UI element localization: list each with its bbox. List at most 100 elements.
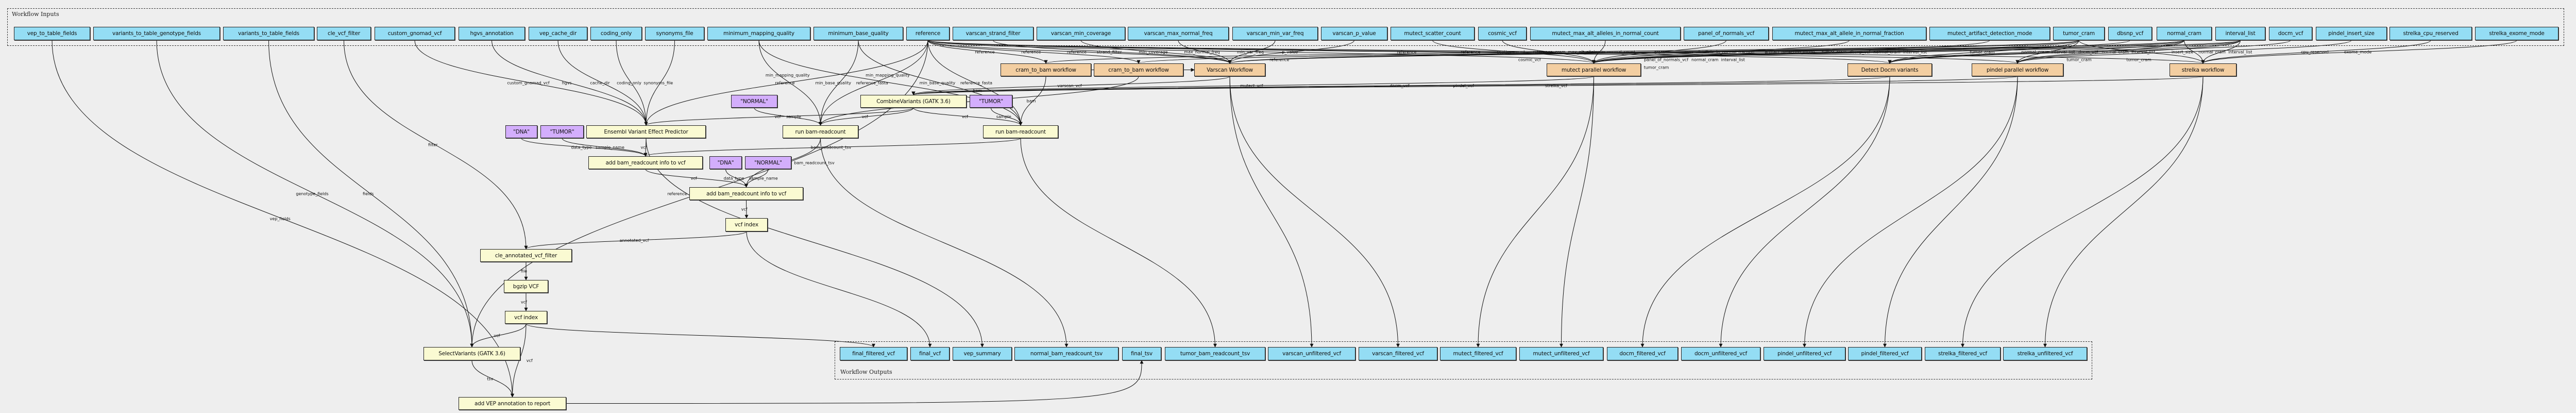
strelka-workflow-node[interactable]: strelka workflow bbox=[2170, 63, 2236, 76]
input-strelka-cpu-reserved[interactable]: strelka_cpu_reserved bbox=[2389, 27, 2472, 40]
mutect-workflow-label: mutect parallel workflow bbox=[1561, 67, 1626, 73]
edge-minimum_base_quality-to-rbr2 bbox=[858, 40, 1023, 126]
input-mutect-scatter-count[interactable]: mutect_scatter_count bbox=[1391, 27, 1475, 40]
constant-dna-node[interactable]: "DNA" bbox=[709, 156, 742, 169]
input-coding-only[interactable]: coding_only bbox=[590, 27, 642, 40]
input-variants-to-table-fields[interactable]: variants_to_table_fields bbox=[223, 27, 314, 40]
edge-tumor_cram-to-strelka bbox=[2078, 40, 2205, 64]
add-vep-annotation-node[interactable]: add VEP annotation to report bbox=[459, 397, 566, 410]
input-reference[interactable]: reference bbox=[906, 27, 950, 40]
output-strelka-unfiltered-vcf[interactable]: strelka_unfiltered_vcf bbox=[2003, 347, 2087, 360]
input-varscan-min-var-freq[interactable]: varscan_min_var_freq bbox=[1232, 27, 1318, 40]
output-final-vcf[interactable]: final_vcf bbox=[910, 347, 950, 360]
output-mutect-unfiltered-vcf[interactable]: mutect_unfiltered_vcf bbox=[1519, 347, 1603, 360]
pindel-workflow-node[interactable]: pindel parallel workflow bbox=[1972, 63, 2063, 76]
input-hgvs-annotation-label: hgvs_annotation bbox=[470, 30, 514, 37]
edge-variants_to_table_fields-to-select bbox=[268, 40, 474, 348]
vep-node[interactable]: Ensembl Variant Effect Predictor bbox=[586, 125, 706, 138]
output-tumor-bam-readcount-tsv-label: tumor_bam_readcount_tsv bbox=[1180, 351, 1250, 357]
bgzip-vcf-node[interactable]: bgzip VCF bbox=[504, 280, 548, 293]
input-dbsnp-vcf[interactable]: dbsnp_vcf bbox=[2108, 27, 2152, 40]
input-variants-to-table-genotype-fields[interactable]: variants_to_table_genotype_fields bbox=[93, 27, 220, 40]
output-tumor-bam-readcount-tsv[interactable]: tumor_bam_readcount_tsv bbox=[1165, 347, 1265, 360]
vcf-index-label: vcf index bbox=[735, 222, 758, 228]
cram-to-bam-workflow-node[interactable]: cram_to_bam workflow bbox=[1001, 63, 1091, 76]
bam-readcount-label: run bam-readcount bbox=[795, 128, 846, 135]
input-docm-vcf[interactable]: docm_vcf bbox=[2269, 27, 2312, 40]
edge-hgvs_annotation-to-evp bbox=[492, 40, 648, 126]
input-hgvs-annotation[interactable]: hgvs_annotation bbox=[459, 27, 525, 40]
constant-normal-node[interactable]: "NORMAL" bbox=[731, 95, 777, 108]
input-mutect-artifact-detection-mode[interactable]: mutect_artifact_detection_mode bbox=[1929, 27, 2050, 40]
varscan-workflow-node[interactable]: Varscan Workflow bbox=[1194, 63, 1265, 76]
output-pindel-filtered-vcf[interactable]: pindel_filtered_vcf bbox=[1848, 347, 1922, 360]
output-pindel-unfiltered-vcf[interactable]: pindel_unfiltered_vcf bbox=[1764, 347, 1845, 360]
edge-mutect-to-o_mutect_unfiltered_vcf bbox=[1560, 76, 1594, 348]
edge-varscan_max_normal_freq-to-varscan bbox=[1178, 40, 1232, 64]
input-minimum-mapping-quality[interactable]: minimum_mapping_quality bbox=[707, 27, 810, 40]
add-bam-readcount-node[interactable]: add bam_readcount info to vcf bbox=[689, 187, 803, 200]
input-pindel-insert-size-label: pindel_insert_size bbox=[2328, 30, 2375, 37]
input-varscan-max-normal-freq[interactable]: varscan_max_normal_freq bbox=[1128, 27, 1229, 40]
input-interval-list[interactable]: interval_list bbox=[2215, 27, 2265, 40]
edge-rbr1-to-o_normal_bam_readcount_tsv bbox=[820, 138, 1069, 348]
input-varscan-strand-filter[interactable]: varscan_strand_filter bbox=[953, 27, 1033, 40]
input-panel-of-normals-vcf[interactable]: panel_of_normals_vcf bbox=[1684, 27, 1769, 40]
input-custom-gnomad-vcf[interactable]: custom_gnomad_vcf bbox=[375, 27, 455, 40]
edge-vidx2-to-o_final_filtered_vcf bbox=[526, 323, 875, 348]
constant-dna-label: "DNA" bbox=[513, 128, 530, 135]
input-vep-to-table-fields[interactable]: vep_to_table_fields bbox=[14, 27, 90, 40]
input-tumor-cram[interactable]: tumor_cram bbox=[2053, 27, 2105, 40]
bam-readcount-node[interactable]: run bam-readcount bbox=[983, 125, 1058, 138]
edge-evp-to-o_vep_summary bbox=[646, 138, 984, 348]
input-synonyms-file[interactable]: synonyms_file bbox=[645, 27, 704, 40]
edge-interval_list-to-docm bbox=[1888, 40, 2241, 64]
cle-annotated-vcf-filter-node[interactable]: cle_annotated_vcf_filter bbox=[480, 249, 572, 262]
output-varscan-filtered-vcf[interactable]: varscan_filtered_vcf bbox=[1359, 347, 1437, 360]
input-minimum-base-quality[interactable]: minimum_base_quality bbox=[814, 27, 903, 40]
output-final-tsv[interactable]: final_tsv bbox=[1122, 347, 1161, 360]
output-docm-filtered-vcf[interactable]: docm_filtered_vcf bbox=[1607, 347, 1678, 360]
constant-tumor-node[interactable]: "TUMOR" bbox=[970, 95, 1012, 108]
input-pindel-insert-size[interactable]: pindel_insert_size bbox=[2316, 27, 2387, 40]
pindel-workflow-label: pindel parallel workflow bbox=[1986, 67, 2049, 73]
input-varscan-min-coverage[interactable]: varscan_min_coverage bbox=[1037, 27, 1125, 40]
edge-mutect_scatter_count-to-mutect bbox=[1432, 40, 1596, 64]
output-vep-summary[interactable]: vep_summary bbox=[953, 347, 1012, 360]
edge-reference-to-strelka bbox=[927, 40, 2205, 64]
input-normal-cram[interactable]: normal_cram bbox=[2157, 27, 2212, 40]
constant-dna-node[interactable]: "DNA" bbox=[505, 125, 537, 138]
input-mutect-max-alt-alleles-in-normal-count[interactable]: mutect_max_alt_alleles_in_normal_count bbox=[1530, 27, 1681, 40]
input-strelka-exome-mode[interactable]: strelka_exome_mode bbox=[2475, 27, 2558, 40]
vcf-index-node[interactable]: vcf index bbox=[725, 218, 768, 232]
mutect-workflow-node[interactable]: mutect parallel workflow bbox=[1547, 63, 1641, 76]
vcf-index-node[interactable]: vcf index bbox=[505, 311, 547, 324]
output-strelka-filtered-vcf-label: strelka_filtered_vcf bbox=[1938, 351, 1987, 357]
select-variants-node[interactable]: SelectVariants (GATK 3.6) bbox=[423, 347, 520, 360]
input-vep-cache-dir[interactable]: vep_cache_dir bbox=[529, 27, 587, 40]
input-cosmic-vcf-label: cosmic_vcf bbox=[1488, 30, 1517, 37]
output-final-filtered-vcf[interactable]: final_filtered_vcf bbox=[840, 347, 907, 360]
input-mutect-max-alt-allele-in-normal-fraction[interactable]: mutect_max_alt_allele_in_normal_fraction bbox=[1772, 27, 1926, 40]
input-varscan-p-value[interactable]: varscan_p_value bbox=[1321, 27, 1387, 40]
detect-docm-label: Detect Docm variants bbox=[1861, 67, 1919, 73]
detect-docm-node[interactable]: Detect Docm variants bbox=[1848, 63, 1932, 76]
constant-tumor-node[interactable]: "TUMOR" bbox=[540, 125, 584, 138]
bam-readcount-node[interactable]: run bam-readcount bbox=[783, 125, 858, 138]
input-cle-vcf-filter[interactable]: cle_vcf_filter bbox=[317, 27, 371, 40]
combine-variants-node[interactable]: CombineVariants (GATK 3.6) bbox=[860, 95, 967, 108]
input-cosmic-vcf[interactable]: cosmic_vcf bbox=[1478, 27, 1527, 40]
output-varscan-unfiltered-vcf[interactable]: varscan_unfiltered_vcf bbox=[1268, 347, 1355, 360]
output-docm-unfiltered-vcf[interactable]: docm_unfiltered_vcf bbox=[1681, 347, 1760, 360]
bgzip-vcf-label: bgzip VCF bbox=[513, 283, 539, 290]
cram-to-bam-workflow-node[interactable]: cram_to_bam workflow bbox=[1094, 63, 1183, 76]
add-bam-readcount-node[interactable]: add bam_readcount info to vcf bbox=[588, 156, 703, 169]
edge-strelka_cpu_reserved-to-strelka bbox=[2201, 40, 2431, 64]
constant-normal-node[interactable]: "NORMAL" bbox=[745, 156, 791, 169]
output-normal-bam-readcount-tsv[interactable]: normal_bam_readcount_tsv bbox=[1014, 347, 1118, 360]
output-mutect-filtered-vcf[interactable]: mutect_filtered_vcf bbox=[1440, 347, 1516, 360]
edge-strelka-to-o_strelka_unfiltered_vcf bbox=[2043, 76, 2204, 348]
input-varscan-min-coverage-label: varscan_min_coverage bbox=[1050, 30, 1111, 37]
output-strelka-filtered-vcf[interactable]: strelka_filtered_vcf bbox=[1925, 347, 2001, 360]
edge-reference-to-pindel bbox=[927, 40, 2019, 64]
